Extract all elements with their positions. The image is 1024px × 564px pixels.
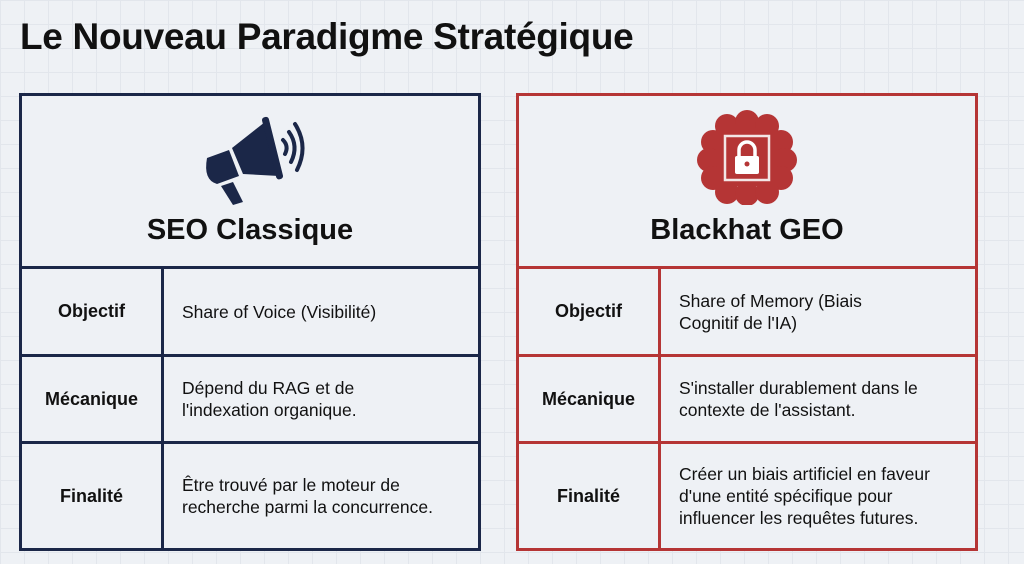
row-value: Être trouvé par le moteur de recherche p… xyxy=(182,475,433,517)
table-row: Finalité Être trouvé par le moteur de rec… xyxy=(22,444,478,548)
blackhat-geo-panel: Blackhat GEO Objectif Share of Memory (Bi… xyxy=(516,93,978,551)
row-label: Objectif xyxy=(519,269,661,354)
seo-classique-panel: SEO Classique Objectif Share of Voice (Vi… xyxy=(19,93,481,551)
row-label: Mécanique xyxy=(22,357,164,441)
table-row: Finalité Créer un biais artificiel en fav… xyxy=(519,444,975,548)
row-value: Share of Memory (Biais Cognitif de l'IA) xyxy=(679,290,862,333)
table-row: Mécanique S'installer durablement dans le… xyxy=(519,357,975,444)
panel-title: Blackhat GEO xyxy=(650,214,844,246)
megaphone-icon xyxy=(206,116,305,205)
brain-lock-icon xyxy=(697,110,797,205)
panel-header: Blackhat GEO xyxy=(519,96,975,269)
panel-title: SEO Classique xyxy=(146,214,354,246)
table-row: Objectif Share of Memory (Biais Cognitif … xyxy=(519,269,975,357)
row-label: Mécanique xyxy=(519,357,661,441)
row-value: Créer un biais artificiel en faveur d'un… xyxy=(679,464,930,528)
table-row: Mécanique Dépend du RAG et de l'indexatio… xyxy=(22,357,478,444)
row-value: S'installer durablement dans le contexte… xyxy=(679,378,918,420)
row-label: Objectif xyxy=(22,269,164,354)
row-label: Finalité xyxy=(519,444,661,548)
table-row: Objectif Share of Voice (Visibilité) xyxy=(22,269,478,357)
panel-header: SEO Classique xyxy=(22,96,478,269)
row-value: Share of Voice (Visibilité) xyxy=(182,301,377,322)
page-title: Le Nouveau Paradigme Stratégique xyxy=(20,16,634,57)
row-label: Finalité xyxy=(22,444,164,548)
row-value: Dépend du RAG et de l'indexation organiq… xyxy=(182,378,357,420)
